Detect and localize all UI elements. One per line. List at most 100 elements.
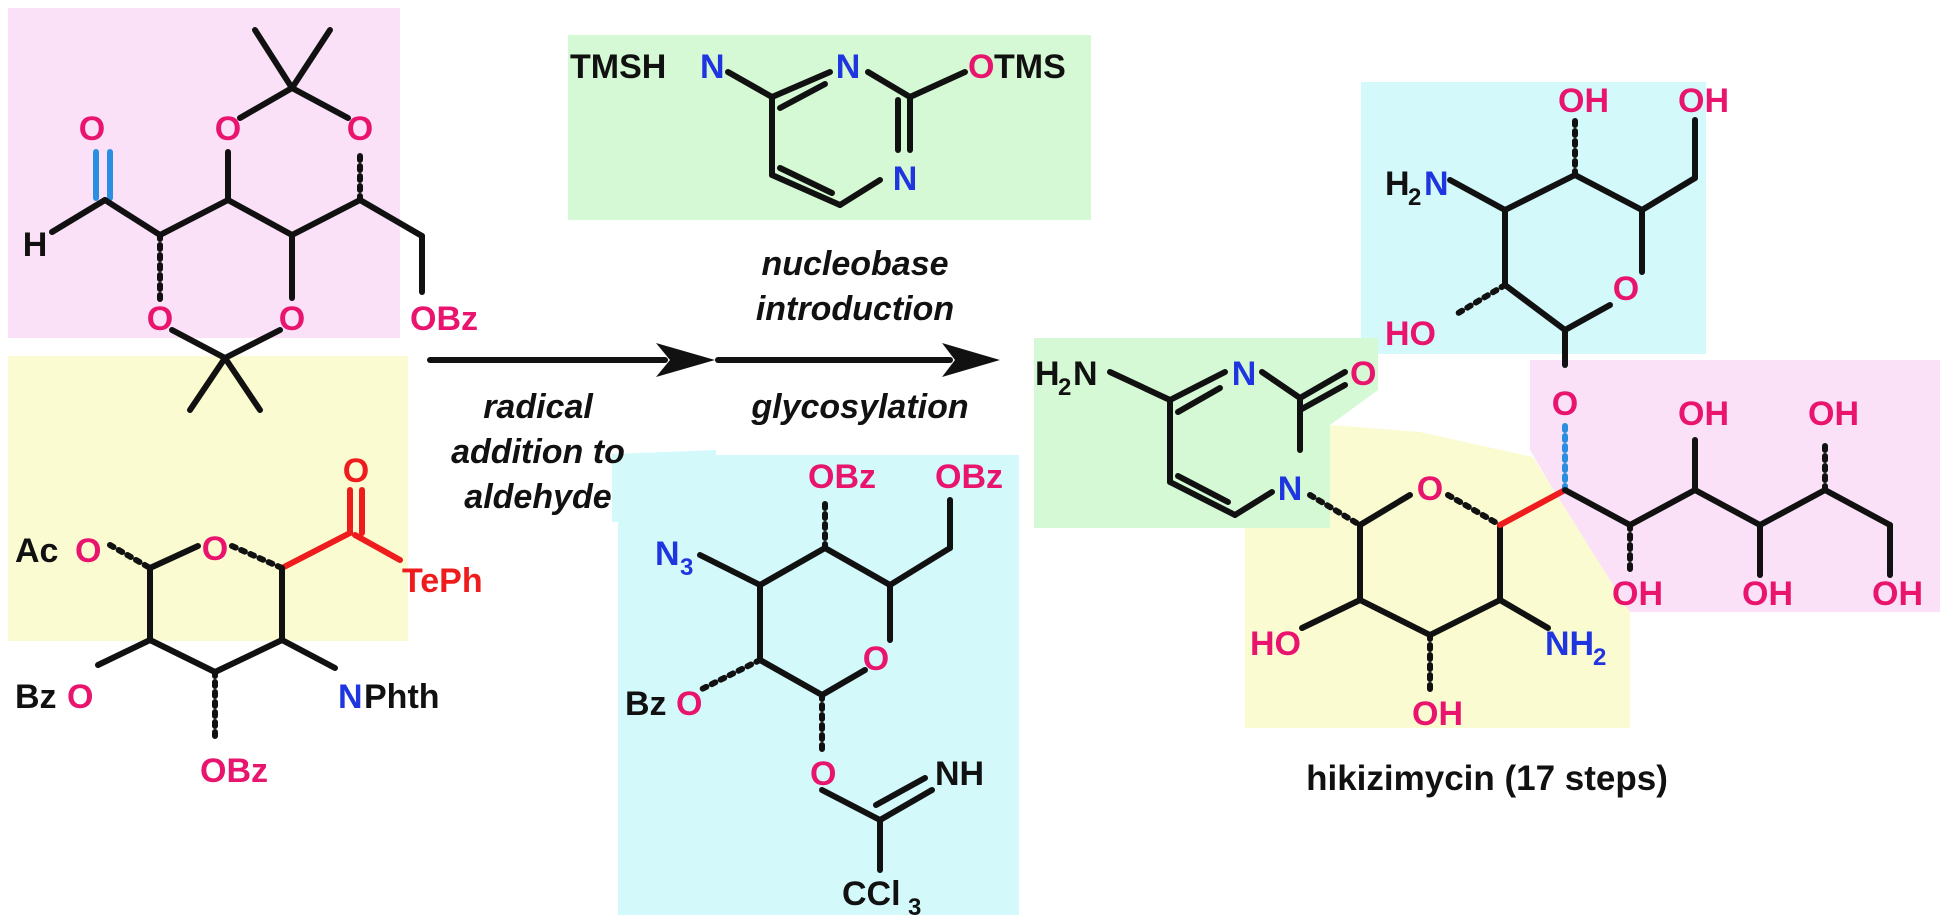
atom-subscript: 3 bbox=[680, 554, 693, 581]
atom-label: N bbox=[1278, 470, 1303, 508]
bond bbox=[107, 542, 153, 571]
atom-label: O bbox=[810, 755, 836, 793]
atom-label: O bbox=[75, 532, 101, 570]
panel-green-product bbox=[1034, 338, 1378, 528]
atom-label-oh: OH bbox=[1678, 82, 1729, 120]
bond bbox=[1259, 369, 1303, 401]
atom-label-bz: Bz bbox=[15, 678, 57, 716]
atom-label: O bbox=[343, 452, 369, 490]
panel-cyan-product-top bbox=[1361, 82, 1706, 354]
bond bbox=[95, 637, 153, 668]
panel-yellow-glycosyl bbox=[8, 356, 408, 641]
arrow-1-head bbox=[656, 343, 715, 377]
bond bbox=[187, 355, 228, 413]
panel-yellow-product bbox=[1245, 425, 1630, 728]
atom-label: N bbox=[836, 48, 861, 86]
bond bbox=[1692, 487, 1763, 528]
bond bbox=[822, 545, 893, 588]
bond bbox=[777, 81, 828, 111]
bond bbox=[725, 69, 775, 100]
panel-pink-aldehyde bbox=[8, 8, 400, 338]
atom-label: O bbox=[67, 678, 93, 716]
bond bbox=[1175, 473, 1231, 505]
atom-label-oh: OH bbox=[1742, 575, 1793, 613]
atom-subscript: 2 bbox=[1593, 644, 1606, 671]
bond bbox=[1562, 487, 1633, 528]
bond bbox=[1627, 487, 1698, 528]
panel-cyan-donor bbox=[612, 450, 1019, 915]
bond bbox=[1639, 175, 1698, 213]
bond bbox=[352, 532, 403, 563]
atom-label-teph: TePh bbox=[402, 562, 483, 600]
atom-label: H bbox=[1385, 165, 1410, 203]
bond bbox=[222, 327, 283, 361]
bond bbox=[1299, 597, 1363, 631]
molecule-aldehyde: O H O O O O OBz bbox=[23, 27, 478, 413]
bond bbox=[819, 667, 868, 698]
caption-introduction: introduction bbox=[756, 290, 954, 328]
atom-label-oh: OH bbox=[1678, 395, 1729, 433]
bond bbox=[1447, 177, 1508, 213]
atom-label: O bbox=[1613, 270, 1639, 308]
bond bbox=[289, 27, 333, 91]
molecule-hikizimycin: H 2 N N O N O O O H 2 N OH OH HO OH OH O… bbox=[1035, 82, 1923, 733]
bond bbox=[357, 197, 425, 239]
step-captions: radical addition to aldehyde nucleobase … bbox=[451, 245, 969, 516]
bond bbox=[1562, 302, 1613, 333]
bond bbox=[279, 530, 353, 571]
bond bbox=[252, 27, 295, 91]
atom-label-oh: OH bbox=[1872, 575, 1923, 613]
bond bbox=[769, 172, 843, 208]
bond bbox=[873, 775, 928, 808]
bond bbox=[1175, 385, 1223, 415]
bond bbox=[1357, 492, 1413, 528]
bond bbox=[225, 197, 295, 238]
atom-label: N bbox=[700, 48, 725, 86]
atom-label-oh: OH bbox=[1808, 395, 1859, 433]
atom-label-phth: Phth bbox=[364, 678, 440, 716]
atom-label: O bbox=[1552, 385, 1578, 423]
bond bbox=[757, 545, 828, 588]
atom-label: O bbox=[347, 110, 373, 148]
caption-nucleobase: nucleobase bbox=[761, 245, 948, 283]
bond bbox=[1167, 369, 1228, 403]
atom-label-obz: OBz bbox=[200, 752, 268, 790]
bond bbox=[1822, 487, 1893, 528]
bond bbox=[1307, 492, 1363, 528]
atom-label: N bbox=[1232, 355, 1257, 393]
atom-subscript: 2 bbox=[1058, 374, 1071, 401]
atom-label: O bbox=[147, 300, 173, 338]
bond bbox=[877, 787, 935, 823]
atom-label: O bbox=[279, 300, 305, 338]
atom-label-oh: OH bbox=[1558, 82, 1609, 120]
atom-label: N bbox=[1424, 165, 1449, 203]
atom-label-ac: Ac bbox=[15, 532, 58, 570]
bond bbox=[757, 657, 825, 698]
bond bbox=[289, 85, 351, 121]
atom-label-oh: OH bbox=[1612, 575, 1663, 613]
bond bbox=[697, 657, 763, 693]
bond bbox=[102, 197, 163, 238]
atom-label-obz: OBz bbox=[410, 300, 478, 338]
atom-label: O bbox=[676, 685, 702, 723]
atom-label: NH bbox=[1545, 625, 1594, 663]
atom-label: O bbox=[1350, 355, 1376, 393]
bond bbox=[907, 69, 968, 100]
atom-label: O bbox=[863, 640, 889, 678]
arrow-2-head bbox=[942, 343, 1000, 377]
bond bbox=[1427, 597, 1503, 638]
bond bbox=[1297, 369, 1348, 401]
bond bbox=[819, 787, 883, 823]
caption-aldehyde: aldehyde bbox=[464, 478, 611, 516]
caption-addition: addition to bbox=[451, 433, 625, 471]
atom-label: O bbox=[79, 110, 105, 148]
bond bbox=[147, 543, 201, 571]
reaction-arrows bbox=[427, 343, 1000, 377]
bond bbox=[1452, 282, 1508, 318]
atom-label: O bbox=[202, 530, 228, 568]
bond bbox=[1232, 489, 1275, 518]
molecule-telluroester: Ac O O O TePh Bz O N Phth OBz bbox=[15, 452, 483, 790]
bond bbox=[157, 197, 231, 238]
atom-label-obz: OBz bbox=[808, 458, 876, 496]
